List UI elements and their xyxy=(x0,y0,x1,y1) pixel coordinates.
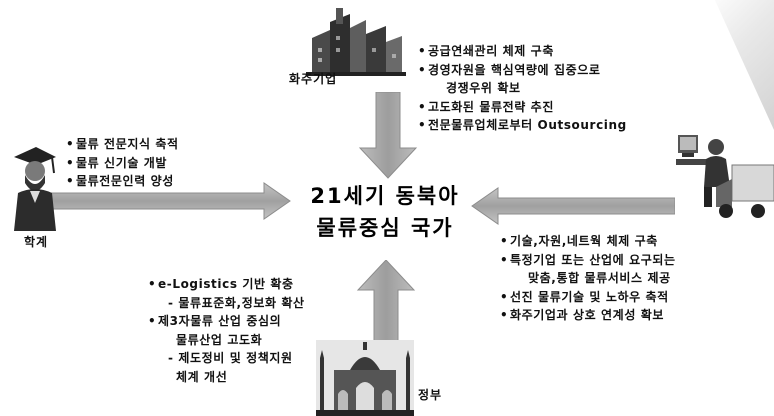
list-item: 특정기업 또는 산업에 요구되는 xyxy=(510,251,676,270)
list-item: 공급연쇄관리 체제 구축 xyxy=(428,42,627,61)
center-title: 21세기 동북아 물류중심 국가 xyxy=(290,180,480,244)
list-item: 물류산업 고도화 xyxy=(176,332,263,347)
list-item: 기술,자원,네트웍 체제 구축 xyxy=(510,232,676,251)
graduate-icon xyxy=(8,143,58,235)
list-item: 고도화된 물류전략 추진 xyxy=(428,98,627,117)
list-item: 물류 신기술 개발 xyxy=(76,154,179,173)
list-item: 제3자물류 산업 중심의 xyxy=(158,312,305,331)
factory-icon xyxy=(306,8,406,80)
logistics-list: 기술,자원,네트웍 체제 구축 특정기업 또는 산업에 요구되는 맞춤,통합 물… xyxy=(510,232,676,325)
truck-worker-icon xyxy=(676,125,774,229)
arrow-from-government xyxy=(356,260,416,360)
list-item: 물류전문인력 양성 xyxy=(76,172,179,191)
shipper-list: 공급연쇄관리 체제 구축 경영자원을 핵심역량에 집중으로 경쟁우위 확보 고도… xyxy=(428,42,627,135)
list-item: 경쟁우위 확보 xyxy=(446,81,521,95)
center-title-line2: 물류중심 국가 xyxy=(316,216,454,240)
government-label: 정부 xyxy=(418,388,443,402)
list-item: 경영자원을 핵심역량에 집중으로 xyxy=(428,61,627,80)
list-item: - 물류표준화,정보화 확산 xyxy=(168,295,305,310)
list-item: 맞춤,통합 물류서비스 제공 xyxy=(528,271,671,285)
shipper-label: 화주기업 xyxy=(289,72,338,86)
list-item: 물류 전문지식 축적 xyxy=(76,135,179,154)
arrow-from-shipper xyxy=(358,92,418,180)
list-item: e-Logistics 기반 확충 xyxy=(158,275,305,294)
center-title-line1: 21세기 동북아 xyxy=(310,184,460,208)
palace-icon xyxy=(316,340,414,416)
academia-label: 학계 xyxy=(24,235,49,249)
arrow-from-academia xyxy=(50,181,292,221)
list-item: - 제도정비 및 정책지원 xyxy=(168,351,293,365)
government-list: e-Logistics 기반 확충 - 물류표준화,정보화 확산 제3자물류 산… xyxy=(158,275,305,386)
list-item: 전문물류업체로부터 Outsourcing xyxy=(428,116,627,135)
academia-list: 물류 전문지식 축적 물류 신기술 개발 물류전문인력 양성 xyxy=(76,135,179,191)
arrow-from-logistics xyxy=(470,186,675,226)
list-item: 체계 개선 xyxy=(176,369,228,384)
corner-texture xyxy=(714,0,774,130)
list-item: 화주기업과 상호 연계성 확보 xyxy=(510,306,676,325)
list-item: 선진 물류기술 및 노하우 축적 xyxy=(510,288,676,307)
